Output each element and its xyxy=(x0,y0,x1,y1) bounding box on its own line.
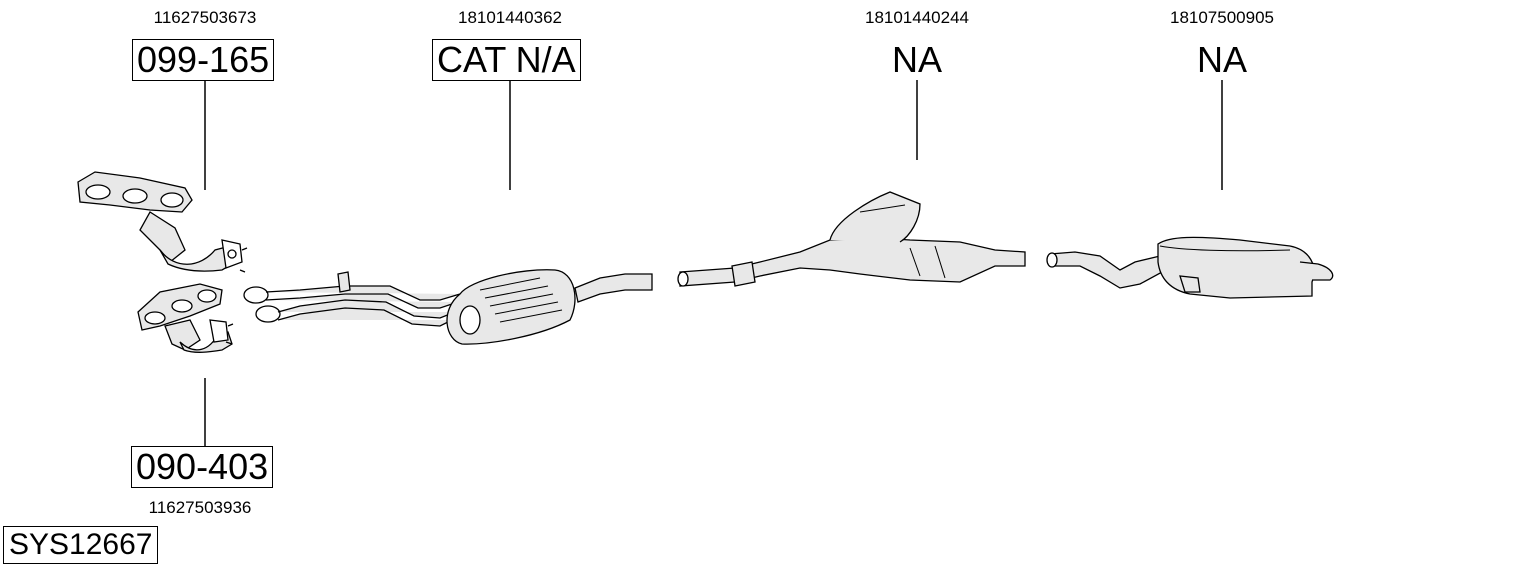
part-number-rear-silencer: 18107500905 xyxy=(1169,8,1275,27)
manifold-lower-drawing xyxy=(137,283,234,353)
catalytic-converter-drawing xyxy=(243,269,653,345)
part-number-manifold-upper: 11627503673 xyxy=(153,8,257,27)
middle-silencer-drawing xyxy=(677,191,1026,287)
part-number-manifold-lower: 11627503936 xyxy=(148,498,252,517)
code-label-rear-silencer: NA xyxy=(1196,39,1248,80)
part-number-catalytic-converter: 18101440362 xyxy=(457,8,563,27)
system-code-label: SYS12667 xyxy=(3,526,159,564)
manifold-upper-drawing xyxy=(77,171,248,273)
code-label-manifold-lower: 090-403 xyxy=(131,446,274,488)
part-number-middle-silencer: 18101440244 xyxy=(864,8,970,27)
rear-silencer-drawing xyxy=(1046,236,1334,299)
code-label-middle-silencer: NA xyxy=(891,39,943,80)
code-label-catalytic-converter: CAT N/A xyxy=(432,39,581,81)
code-label-manifold-upper: 099-165 xyxy=(132,39,275,81)
